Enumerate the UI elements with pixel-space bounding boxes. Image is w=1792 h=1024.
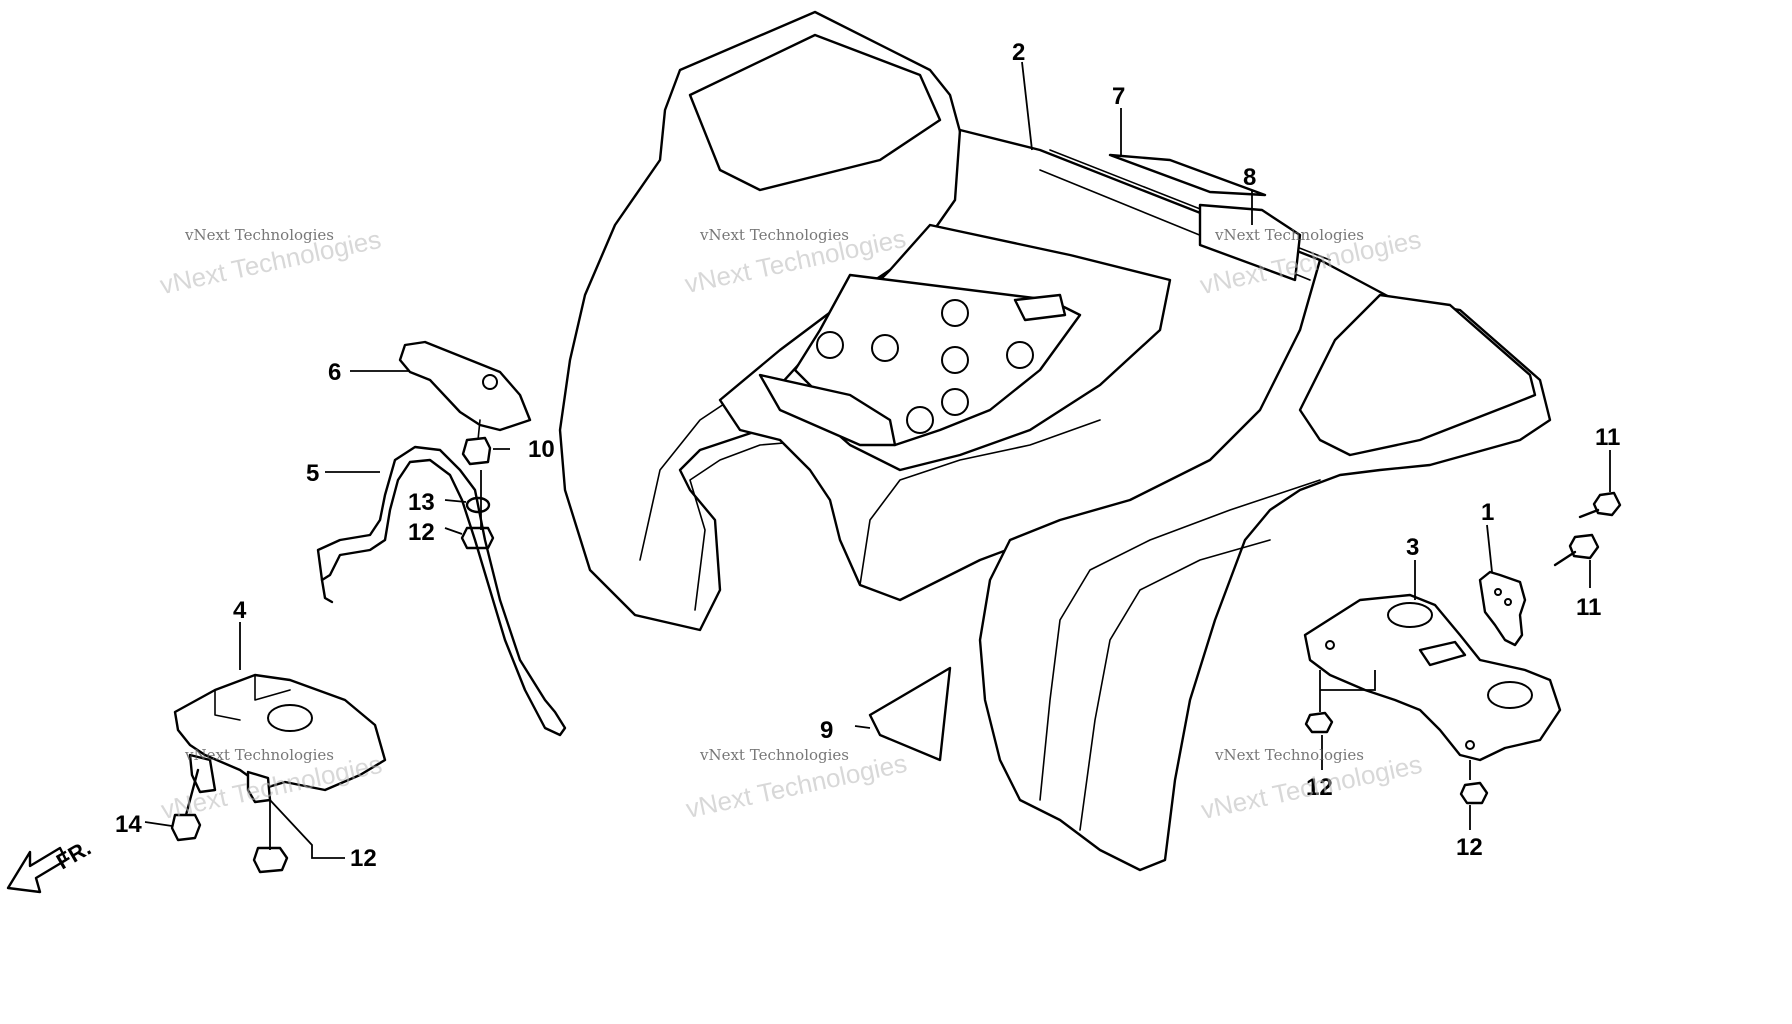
callout-13: 13	[408, 489, 435, 516]
front-direction-indicator: FR.	[6, 835, 95, 894]
callout-5: 5	[306, 460, 319, 487]
leader-lines	[144, 61, 1611, 859]
callout-4: 4	[233, 597, 247, 624]
bolt-14	[170, 768, 202, 842]
arrow-left-icon	[6, 846, 68, 894]
bracket-4	[173, 673, 387, 804]
callout-8: 8	[1243, 164, 1256, 191]
callout-12c: 12	[1306, 774, 1333, 801]
callout-14: 14	[115, 811, 142, 838]
rear-fender	[558, 10, 1552, 872]
watermark-5-small: vNext Technologies	[699, 746, 849, 764]
bracket-1	[1478, 570, 1527, 647]
callout-3: 3	[1406, 534, 1419, 561]
bolt-11-upper	[1578, 491, 1622, 519]
collar-10	[461, 436, 492, 466]
bracket-3	[1303, 593, 1562, 762]
nut-12-right-b	[1459, 781, 1489, 805]
decal-9	[868, 666, 952, 762]
nut-12-left	[252, 846, 289, 874]
watermark-2-small: vNext Technologies	[699, 226, 849, 244]
nut-12-right-a	[1304, 711, 1334, 734]
fr-label: FR.	[52, 835, 95, 874]
watermark-4-small: vNext Technologies	[184, 746, 334, 764]
rod-5	[316, 445, 567, 737]
callout-12b: 12	[350, 845, 377, 872]
callout-6: 6	[328, 359, 341, 386]
bolt-11-lower	[1553, 533, 1600, 567]
watermark-1-small: vNext Technologies	[184, 226, 334, 244]
callout-1: 1	[1481, 499, 1494, 526]
bracket-6	[398, 340, 532, 441]
callout-12a: 12	[408, 519, 435, 546]
callout-9: 9	[820, 717, 833, 744]
callout-7: 7	[1112, 83, 1125, 110]
callout-11b: 11	[1576, 594, 1601, 621]
callout-numbers: 2 7 8 6 10 5 13 12 4 9 14 12 3 1 11 11 1…	[115, 39, 1620, 872]
callout-2: 2	[1012, 39, 1025, 66]
callout-10: 10	[528, 436, 555, 463]
decal-7	[1108, 153, 1267, 197]
watermark-6-small: vNext Technologies	[1214, 746, 1364, 764]
watermark-3-small: vNext Technologies	[1214, 226, 1364, 244]
callout-12d: 12	[1456, 834, 1483, 861]
callout-11a: 11	[1595, 424, 1620, 451]
